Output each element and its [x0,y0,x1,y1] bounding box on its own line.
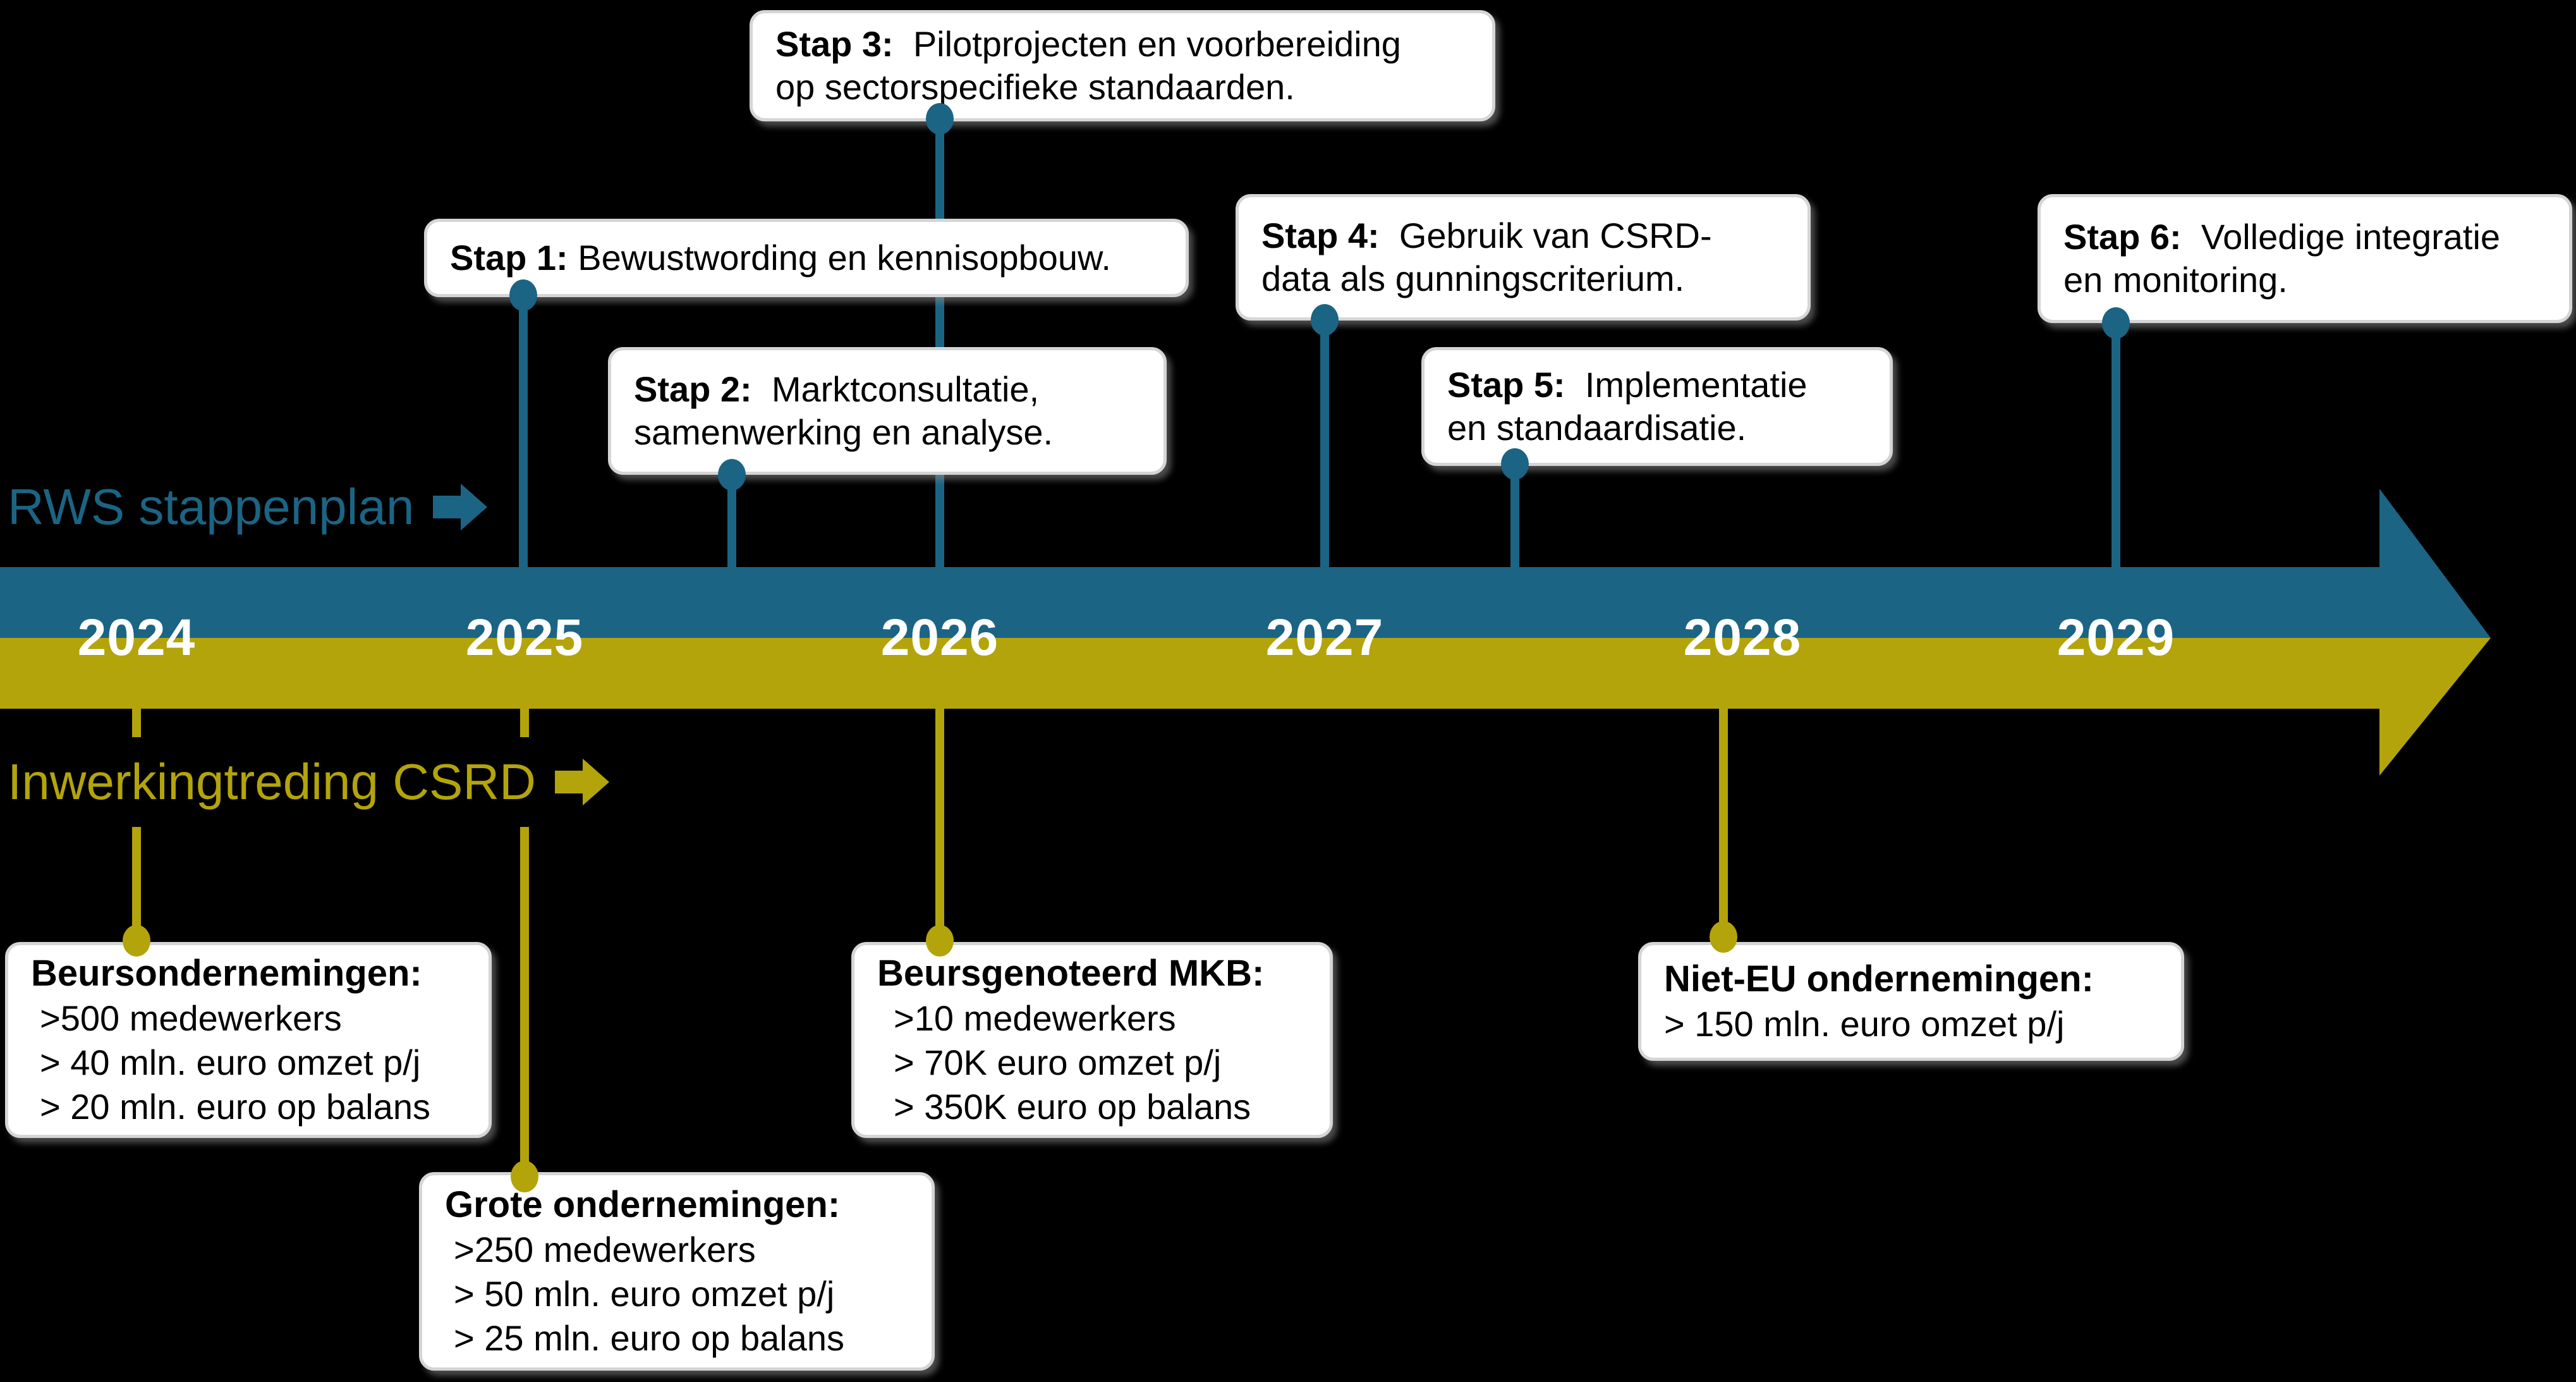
dot-stap1 [509,279,537,311]
milestone-item: > 40 mln. euro omzet p/j [40,1043,421,1082]
step-text: Gebruik van CSRD- data als gunningscrite… [1261,216,1712,298]
connector-stap5 [1510,462,1519,567]
milestone-title: Grote ondernemingen: [445,1184,841,1225]
dot-stap5 [1501,448,1529,480]
right-arrow-icon [433,484,488,530]
connector-stap2 [727,473,736,567]
connector-stap1 [519,295,528,567]
step-text: Bewustwording en kennisopbouw. [578,238,1111,278]
callout-stap4: Stap 4: Gebruik van CSRD- data als gunni… [1236,194,1811,321]
callout-stap3: Stap 3: Pilotprojecten en voorbereiding … [750,10,1495,121]
dot-niet-eu [1710,921,1737,953]
connector-niet-eu [1719,709,1728,936]
timeline-band-rws [0,567,2379,638]
year-2028: 2028 [1683,609,1802,666]
step-text: Volledige integratie en monitoring. [2063,217,2501,300]
milestone-item: > 350K euro op balans [894,1087,1251,1127]
milestone-item: > 70K euro omzet p/j [894,1043,1222,1082]
timeline-arrowhead-icon [2379,489,2491,776]
year-2027: 2027 [1265,609,1384,666]
milestone-item: > 20 mln. euro op balans [40,1087,430,1127]
dot-stap6 [2102,307,2130,339]
callout-beursgenoteerd-mkb: Beursgenoteerd MKB: >10 medewerkers > 70… [851,942,1333,1138]
step-title: Stap 6: [2063,217,2182,257]
milestone-items: >10 medewerkers > 70K euro omzet p/j > 3… [877,996,1307,1129]
dot-beursondernemingen [123,925,150,957]
step-title: Stap 4: [1261,216,1380,255]
step-title: Stap 2: [634,369,752,409]
connector-beursgenoteerd-mkb [935,709,944,940]
year-2025: 2025 [465,609,584,666]
callout-stap2: Stap 2: Marktconsultatie, samenwerking e… [608,347,1167,475]
dot-stap2 [718,459,746,491]
milestone-title: Niet-EU ondernemingen: [1664,958,2094,1000]
dot-grote-ondernemingen [511,1161,538,1192]
dot-stap4 [1311,304,1339,336]
callout-stap6: Stap 6: Volledige integratie en monitori… [2038,194,2572,323]
step-title: Stap 1: [450,238,568,278]
milestone-item: > 50 mln. euro omzet p/j [454,1274,835,1314]
callout-niet-eu-ondernemingen: Niet-EU ondernemingen: > 150 mln. euro o… [1638,942,2184,1061]
connector-stap4 [1320,318,1329,567]
connector-stap6 [2111,321,2120,567]
rws-axis-label: RWS stappenplan [0,465,504,549]
timeline-band-csrd [0,638,2379,709]
callout-beursondernemingen: Beursondernemingen: >500 medewerkers > 4… [5,942,492,1138]
step-title: Stap 3: [775,24,894,64]
dot-stap3 [926,103,954,135]
year-2026: 2026 [880,609,999,666]
milestone-item: >250 medewerkers [454,1230,756,1269]
callout-stap5: Stap 5: Implementatie en standaardisatie… [1421,347,1893,466]
milestone-item: > 25 mln. euro op balans [454,1318,844,1358]
milestone-items: >250 medewerkers > 50 mln. euro omzet p/… [445,1228,909,1361]
milestone-item: >10 medewerkers [894,998,1176,1038]
milestone-items: >500 medewerkers > 40 mln. euro omzet p/… [31,996,466,1129]
csrd-axis-label: Inwerkingtreding CSRD [0,737,626,827]
year-2024: 2024 [77,609,196,666]
milestone-title: Beursondernemingen: [31,953,422,994]
callout-grote-ondernemingen: Grote ondernemingen: >250 medewerkers > … [419,1172,935,1371]
milestone-item: >500 medewerkers [40,998,342,1038]
step-text: Pilotprojecten en voorbereiding op secto… [775,24,1401,107]
milestone-item: > 150 mln. euro omzet p/j [1664,1004,2065,1044]
step-text: Marktconsultatie, samenwerking en analys… [634,369,1054,452]
dot-beursgenoteerd-mkb [926,925,954,957]
milestone-items: > 150 mln. euro omzet p/j [1664,1002,2158,1046]
csrd-axis-label-text: Inwerkingtreding CSRD [8,754,536,810]
rws-axis-label-text: RWS stappenplan [8,479,415,535]
step-text: Implementatie en standaardisatie. [1447,365,1807,448]
milestone-title: Beursgenoteerd MKB: [877,953,1265,994]
year-2029: 2029 [2057,609,2175,666]
step-title: Stap 5: [1447,365,1565,405]
connector-stap3 [935,117,944,567]
callout-stap1: Stap 1: Bewustwording en kennisopbouw. [424,219,1189,297]
right-arrow-icon [554,759,609,805]
